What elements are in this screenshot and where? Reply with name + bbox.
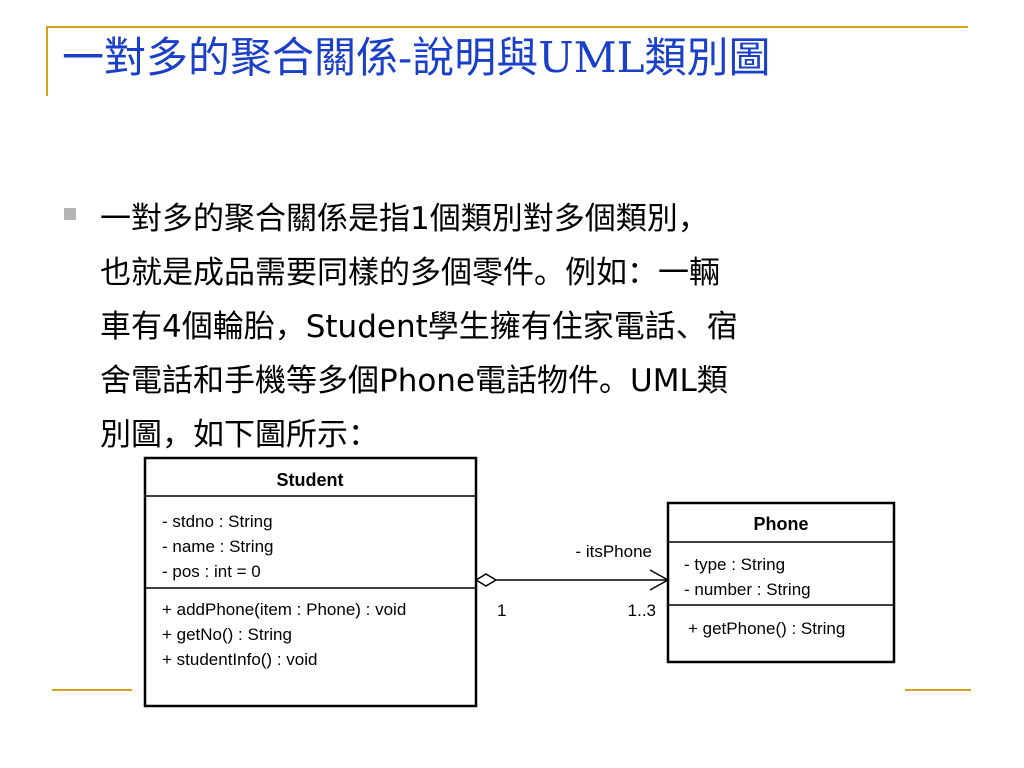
target-multiplicity: 1..3	[628, 601, 656, 620]
phone-attribute: - type : String	[684, 555, 785, 574]
student-operation: + addPhone(item : Phone) : void	[162, 600, 406, 619]
bullet-text: 一對多的聚合關係是指1個類別對多個類別， 也就是成品需要同樣的多個零件。例如：一…	[100, 192, 970, 462]
bullet-line-4: 舍電話和手機等多個Phone電話物件。UML類	[100, 363, 728, 399]
student-attribute: - name : String	[162, 537, 274, 556]
student-operation: + studentInfo() : void	[162, 650, 317, 669]
student-class: Student - stdno : String - name : String…	[143, 456, 478, 708]
bullet-line-5: 別圖，如下圖所示：	[100, 417, 379, 453]
bullet-line-3: 車有4個輪胎，Student學生擁有住家電話、宿	[100, 309, 738, 345]
phone-class: Phone - type : String - number : String …	[666, 501, 896, 664]
association-arrowhead-icon	[649, 569, 670, 591]
phone-attribute: - number : String	[684, 580, 811, 599]
phone-operation: + getPhone() : String	[688, 619, 845, 638]
slide-title: 一對多的聚合關係-說明與UML類別圖	[62, 33, 771, 82]
aggregation-diamond-icon	[474, 573, 498, 587]
bottom-rule-left	[52, 689, 132, 691]
student-class-box	[143, 456, 478, 708]
bullet-square-icon	[64, 208, 76, 220]
aggregation-association: - itsPhone 1 1..3	[474, 542, 670, 620]
association-role: - itsPhone	[575, 542, 652, 561]
top-rule	[46, 26, 968, 28]
student-attribute: - stdno : String	[162, 512, 273, 531]
student-class-name: Student	[277, 470, 344, 490]
bullet-line-1: 一對多的聚合關係是指1個類別對多個類別，	[100, 201, 709, 237]
phone-class-name: Phone	[753, 514, 808, 534]
student-attribute: - pos : int = 0	[162, 562, 261, 581]
bottom-rule-right	[905, 689, 971, 691]
left-rule	[46, 26, 48, 96]
student-operation: + getNo() : String	[162, 625, 292, 644]
phone-class-box	[666, 501, 896, 664]
bullet-line-2: 也就是成品需要同樣的多個零件。例如：一輛	[100, 255, 720, 291]
source-multiplicity: 1	[497, 601, 506, 620]
